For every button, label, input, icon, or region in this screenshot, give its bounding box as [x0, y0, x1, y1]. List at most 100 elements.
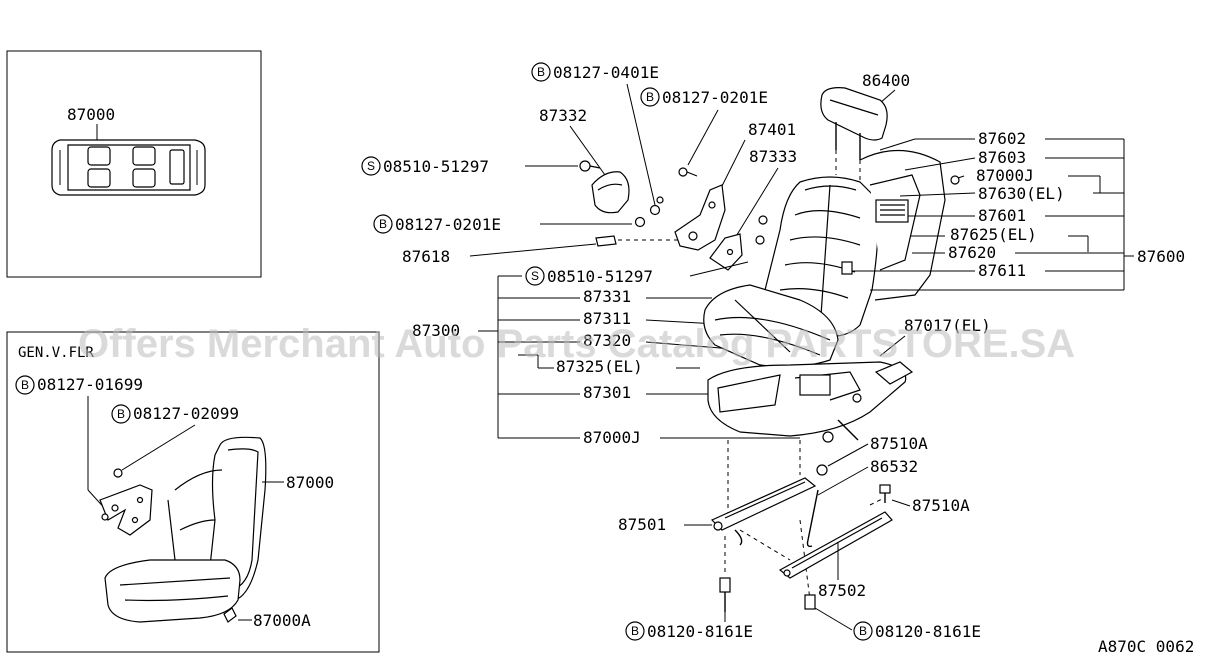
- leader-line: [734, 167, 779, 239]
- part-label-87620: 87620: [948, 243, 996, 262]
- svg-text:S: S: [531, 269, 539, 283]
- part-label-87333: 87333: [749, 147, 797, 166]
- svg-text:B: B: [646, 90, 654, 104]
- part-label-87000j-right: 87000J: [976, 166, 1034, 185]
- part-label-08120-8161e-right: 08120-8161E: [875, 622, 981, 641]
- part-label-08510-51297-b: 08510-51297: [547, 267, 653, 286]
- screw-part-icon: [755, 215, 768, 245]
- leader-line: [879, 335, 906, 357]
- bolt-symbol-icon: B: [15, 375, 35, 395]
- leader-line: [569, 125, 606, 176]
- svg-text:B: B: [631, 624, 639, 638]
- bolt-symbol-icon: B: [531, 62, 551, 82]
- right-callout-group: 87602 87603 87000J 87630(EL) 87601 87625…: [852, 129, 1185, 291]
- part-label-87611: 87611: [978, 261, 1026, 280]
- seat-rail-right-part-icon: [778, 511, 893, 579]
- bolt-part-icon: [816, 464, 828, 476]
- part-label-87331: 87331: [583, 287, 631, 306]
- leader-line: [899, 192, 976, 197]
- hinge-cover-part-icon: [591, 171, 630, 214]
- part-label-87401: 87401: [748, 120, 796, 139]
- bracket-part-icon: [99, 468, 153, 536]
- leader-line: [817, 466, 869, 496]
- svg-text:B: B: [859, 624, 867, 638]
- bolt-part-icon: [804, 594, 816, 610]
- cover-part-icon: [874, 361, 914, 385]
- part-label-87618: 87618: [402, 247, 450, 266]
- part-label-87600: 87600: [1137, 247, 1185, 266]
- part-label-87501: 87501: [618, 515, 666, 534]
- part-label-08127-0201e-top: 08127-0201E: [662, 88, 768, 107]
- part-label-86400: 86400: [862, 71, 910, 90]
- part-label-08120-8161e-left: 08120-8161E: [647, 622, 753, 641]
- screw-part-icon: [950, 175, 960, 185]
- svg-text:S: S: [367, 159, 375, 173]
- part-label-87332: 87332: [539, 106, 587, 125]
- clip-part-icon: [223, 607, 237, 623]
- leader-line: [957, 175, 965, 179]
- part-label-87630-el: 87630(EL): [978, 184, 1065, 203]
- bolt-part-icon: [719, 577, 731, 612]
- part-label-87625-el: 87625(EL): [950, 225, 1037, 244]
- inset-title: GEN.V.FLR: [18, 345, 94, 361]
- assembly-line: [739, 529, 791, 561]
- svg-text:B: B: [379, 217, 387, 231]
- lever-part-icon: [595, 235, 680, 247]
- vehicle-outline-icon: [51, 139, 206, 196]
- leader-line: [827, 443, 869, 467]
- part-label-87325-el: 87325(EL): [556, 357, 643, 376]
- leader-line: [891, 499, 911, 507]
- screw-symbol-icon: S: [361, 156, 381, 176]
- part-label-87602: 87602: [978, 129, 1026, 148]
- seat-assembly-icon: [104, 436, 267, 623]
- spring-part-icon: [806, 489, 819, 548]
- drawing-code: A870C 0062: [1098, 637, 1194, 656]
- main-exploded-view: B 08127-0401E B 08127-0201E 86400 87332: [361, 62, 1194, 656]
- svg-text:B: B: [117, 407, 125, 421]
- bolt-symbol-icon: B: [625, 621, 645, 641]
- part-label-08127-02099: 08127-02099: [133, 404, 239, 423]
- part-label-08127-0401e: 08127-0401E: [553, 63, 659, 82]
- part-label-86532: 86532: [870, 457, 918, 476]
- svg-text:B: B: [537, 65, 545, 79]
- inset-frame: [6, 50, 262, 278]
- bolt-symbol-icon: B: [373, 214, 393, 234]
- part-label-87000a: 87000A: [253, 611, 311, 630]
- part-label-87320: 87320: [583, 331, 631, 350]
- leader-line: [469, 243, 597, 257]
- screw-symbol-icon: S: [525, 266, 545, 286]
- part-label-87603: 87603: [978, 148, 1026, 167]
- bolt-symbol-icon: B: [111, 404, 131, 424]
- bolt-symbol-icon: B: [853, 621, 873, 641]
- part-label-87300: 87300: [412, 321, 460, 340]
- leader-line: [904, 157, 976, 171]
- part-label-87000j-bottom: 87000J: [583, 428, 641, 447]
- part-label-08510-51297-a: 08510-51297: [383, 157, 489, 176]
- recliner-part-icon: [674, 167, 726, 251]
- part-label-87301: 87301: [583, 383, 631, 402]
- inset-frame: [6, 331, 380, 653]
- part-label-87017-el: 87017(EL): [904, 316, 991, 335]
- assembly-line: [869, 497, 885, 506]
- bolt-part-icon: [879, 484, 891, 503]
- leader-line: [689, 261, 749, 277]
- inset-gen-v-flr: GEN.V.FLR B 08127-01699 B 08127-02099: [6, 331, 380, 653]
- bolt-part-icon: [634, 196, 664, 228]
- leader-line: [626, 83, 656, 206]
- part-label-87510a-1: 87510A: [870, 434, 928, 453]
- leader-line: [814, 607, 853, 631]
- part-label-08127-01699: 08127-01699: [37, 375, 143, 394]
- leader-line: [719, 139, 746, 191]
- part-label-87311: 87311: [583, 309, 631, 328]
- headrest-part-icon: [820, 87, 888, 160]
- screw-part-icon: [579, 160, 601, 172]
- leader-line: [879, 138, 916, 151]
- part-label-87502: 87502: [818, 581, 866, 600]
- part-label-87601: 87601: [978, 206, 1026, 225]
- seat-assembly-icon: [703, 149, 946, 443]
- part-label-87510a-2: 87510A: [912, 496, 970, 515]
- bolt-symbol-icon: B: [640, 87, 660, 107]
- svg-text:B: B: [21, 378, 29, 392]
- leader-line: [687, 109, 719, 166]
